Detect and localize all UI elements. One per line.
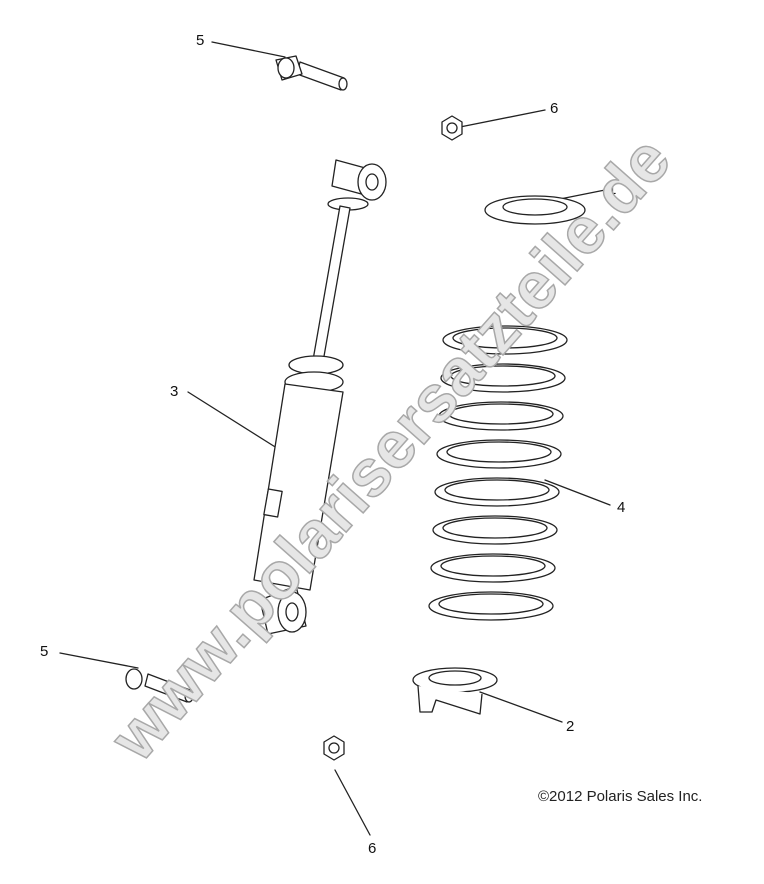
- bolt-part-5-bottom: [125, 668, 194, 703]
- callout-3: 3: [170, 383, 179, 400]
- nut-part-6-bottom: [323, 735, 345, 761]
- spring-coil: [428, 591, 554, 621]
- spring-coil: [430, 553, 556, 583]
- callout-2: 2: [566, 718, 575, 735]
- spring-coil-inner: [450, 365, 556, 387]
- bolt-part-5-top: [275, 55, 348, 91]
- leader-lines: [59, 41, 611, 836]
- callout-5: 5: [40, 643, 49, 660]
- callout-4: 4: [617, 499, 626, 516]
- spring-coil: [434, 477, 560, 507]
- nut-part-6-top: [441, 115, 463, 141]
- callout-1: 1: [608, 181, 617, 198]
- spring-coil: [432, 515, 558, 545]
- spring-coil-inner: [446, 441, 552, 463]
- spring-coil-inner: [444, 479, 550, 501]
- spring-coil: [436, 439, 562, 469]
- spring-coil: [442, 325, 568, 355]
- spring-retainer-part-1: [484, 195, 586, 225]
- spring-coil: [438, 401, 564, 431]
- callout-6: 6: [550, 100, 559, 117]
- spring-coil-inner: [452, 327, 558, 349]
- spring-coil: [440, 363, 566, 393]
- spring-coil-inner: [442, 517, 548, 539]
- spring-retainer-part-2: [412, 667, 498, 715]
- coil-spring-part-4: [428, 325, 568, 621]
- callout-6: 6: [368, 840, 377, 857]
- shock-absorber-part-3: [253, 159, 387, 635]
- spring-coil-inner: [440, 555, 546, 577]
- callout-5: 5: [196, 32, 205, 49]
- spring-coil-inner: [448, 403, 554, 425]
- copyright-text: ©2012 Polaris Sales Inc.: [538, 788, 703, 805]
- spring-coil-inner: [438, 593, 544, 615]
